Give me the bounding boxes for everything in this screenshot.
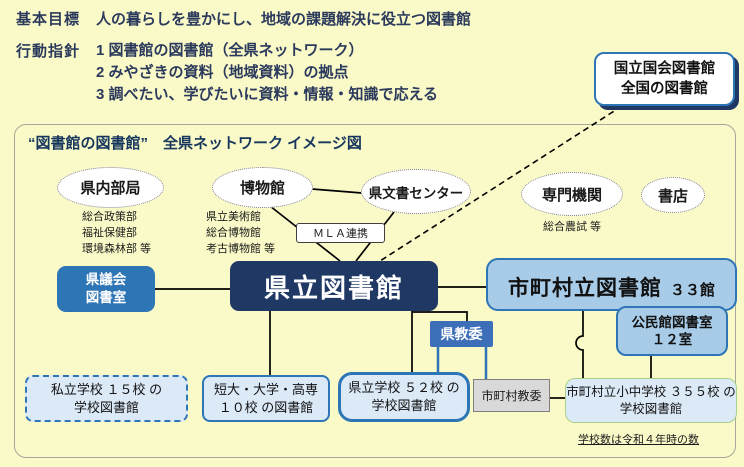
line-municipal-school-hop	[575, 311, 584, 378]
guideline-item-2: 2 みやざきの資料（地域資料）の拠点	[96, 64, 349, 81]
pref-school-line1: 県立学校 ５２校 の	[348, 380, 460, 395]
bureau-item: 環境森林部 等	[82, 243, 152, 255]
assembly-line2: 図書室	[85, 290, 127, 305]
community-line1: 公民館図書室	[631, 315, 713, 330]
line-museum-archives	[311, 188, 363, 194]
ellipse-museums: 博物館	[212, 167, 313, 208]
assembly-line1: 県議会	[85, 272, 127, 287]
action-guideline-list: 1 図書館の図書館（全県ネットワーク） 2 みやざきの資料（地域資料）の拠点 3…	[96, 40, 438, 106]
national-diet-library-box: 国立国会図書館 全国の図書館	[594, 52, 735, 106]
action-guideline-label: 行動指針	[16, 43, 81, 60]
specialist-note: 総合農試 等	[542, 221, 602, 233]
basic-goal-label: 基本目標	[16, 11, 81, 28]
municipal-school-line1: 市町村立小中学校 ３５５校 の	[566, 384, 736, 399]
college-line2: １０校 の図書館	[218, 399, 314, 415]
assembly-library-box: 県議会 図書室	[57, 266, 155, 312]
museum-item: 県立美術館	[206, 211, 261, 223]
guideline-item-3: 3 調べたい、学びたいに資料・情報・知識で応える	[96, 86, 439, 103]
college-line1: 短大・大学・高専	[213, 381, 318, 397]
basic-goal-text: 人の暮らしを豊かにし、地域の課題解決に役立つ図書館	[96, 11, 472, 28]
prefectural-board-of-education-box: 県教委	[430, 321, 493, 347]
ellipse-specialist-institutions: 専門機関	[521, 172, 623, 216]
ndl-line2: 全国の図書館	[621, 81, 708, 97]
municipal-board-of-education-box: 市町村教委	[473, 379, 550, 412]
ellipse-bookstores: 書店	[641, 177, 705, 213]
community-line2: １２室	[651, 332, 693, 347]
bureau-items: 総合政策部 福祉保健部 環境森林部 等	[82, 209, 151, 257]
museum-item: 総合博物館	[206, 227, 261, 239]
line-library-prefboard	[412, 311, 468, 321]
ellipse-prefectural-bureaus: 県内部局	[57, 167, 164, 208]
municipal-school-libraries-box: 市町村立小中学校 ３５５校 の 学校図書館	[565, 378, 737, 423]
museum-item: 考古博物館 等	[206, 243, 276, 255]
museum-items: 県立美術館 総合博物館 考古博物館 等	[206, 209, 275, 257]
college-libraries-box: 短大・大学・高専 １０校 の図書館	[202, 375, 330, 422]
private-school-line1: 私立学校 １５校 の	[50, 381, 163, 397]
community-center-library-box: 公民館図書室 １２室	[616, 306, 728, 356]
private-school-line2: 学校図書館	[73, 399, 139, 415]
municipal-library-box: 市町村立図書館 ３３館	[486, 258, 737, 311]
ndl-line1: 国立国会図書館	[613, 61, 716, 77]
ellipse-prefectural-archives: 県文書センター	[361, 169, 471, 214]
school-count-footnote: 学校数は令和４年時の数	[578, 434, 699, 446]
prefectural-school-libraries-box: 県立学校 ５２校 の 学校図書館	[338, 372, 470, 422]
bureau-item: 福祉保健部	[82, 227, 137, 239]
municipal-library-label: 市町村立図書館	[507, 277, 662, 300]
guideline-item-1: 1 図書館の図書館（全県ネットワーク）	[96, 42, 364, 59]
line-ndl-library-dashed	[379, 105, 623, 262]
prefectural-library-box: 県立図書館	[230, 261, 438, 311]
pref-school-line2: 学校図書館	[371, 398, 437, 413]
mla-cooperation-box: ＭＬＡ連携	[296, 223, 385, 243]
private-school-libraries-box: 私立学校 １５校 の 学校図書館	[25, 375, 188, 422]
diagram-title: “図書館の図書館” 全県ネットワーク イメージ図	[28, 135, 362, 152]
bureau-item: 総合政策部	[82, 211, 137, 223]
municipal-school-line2: 学校図書館	[619, 401, 683, 416]
municipal-library-count: ３３館	[669, 282, 715, 299]
